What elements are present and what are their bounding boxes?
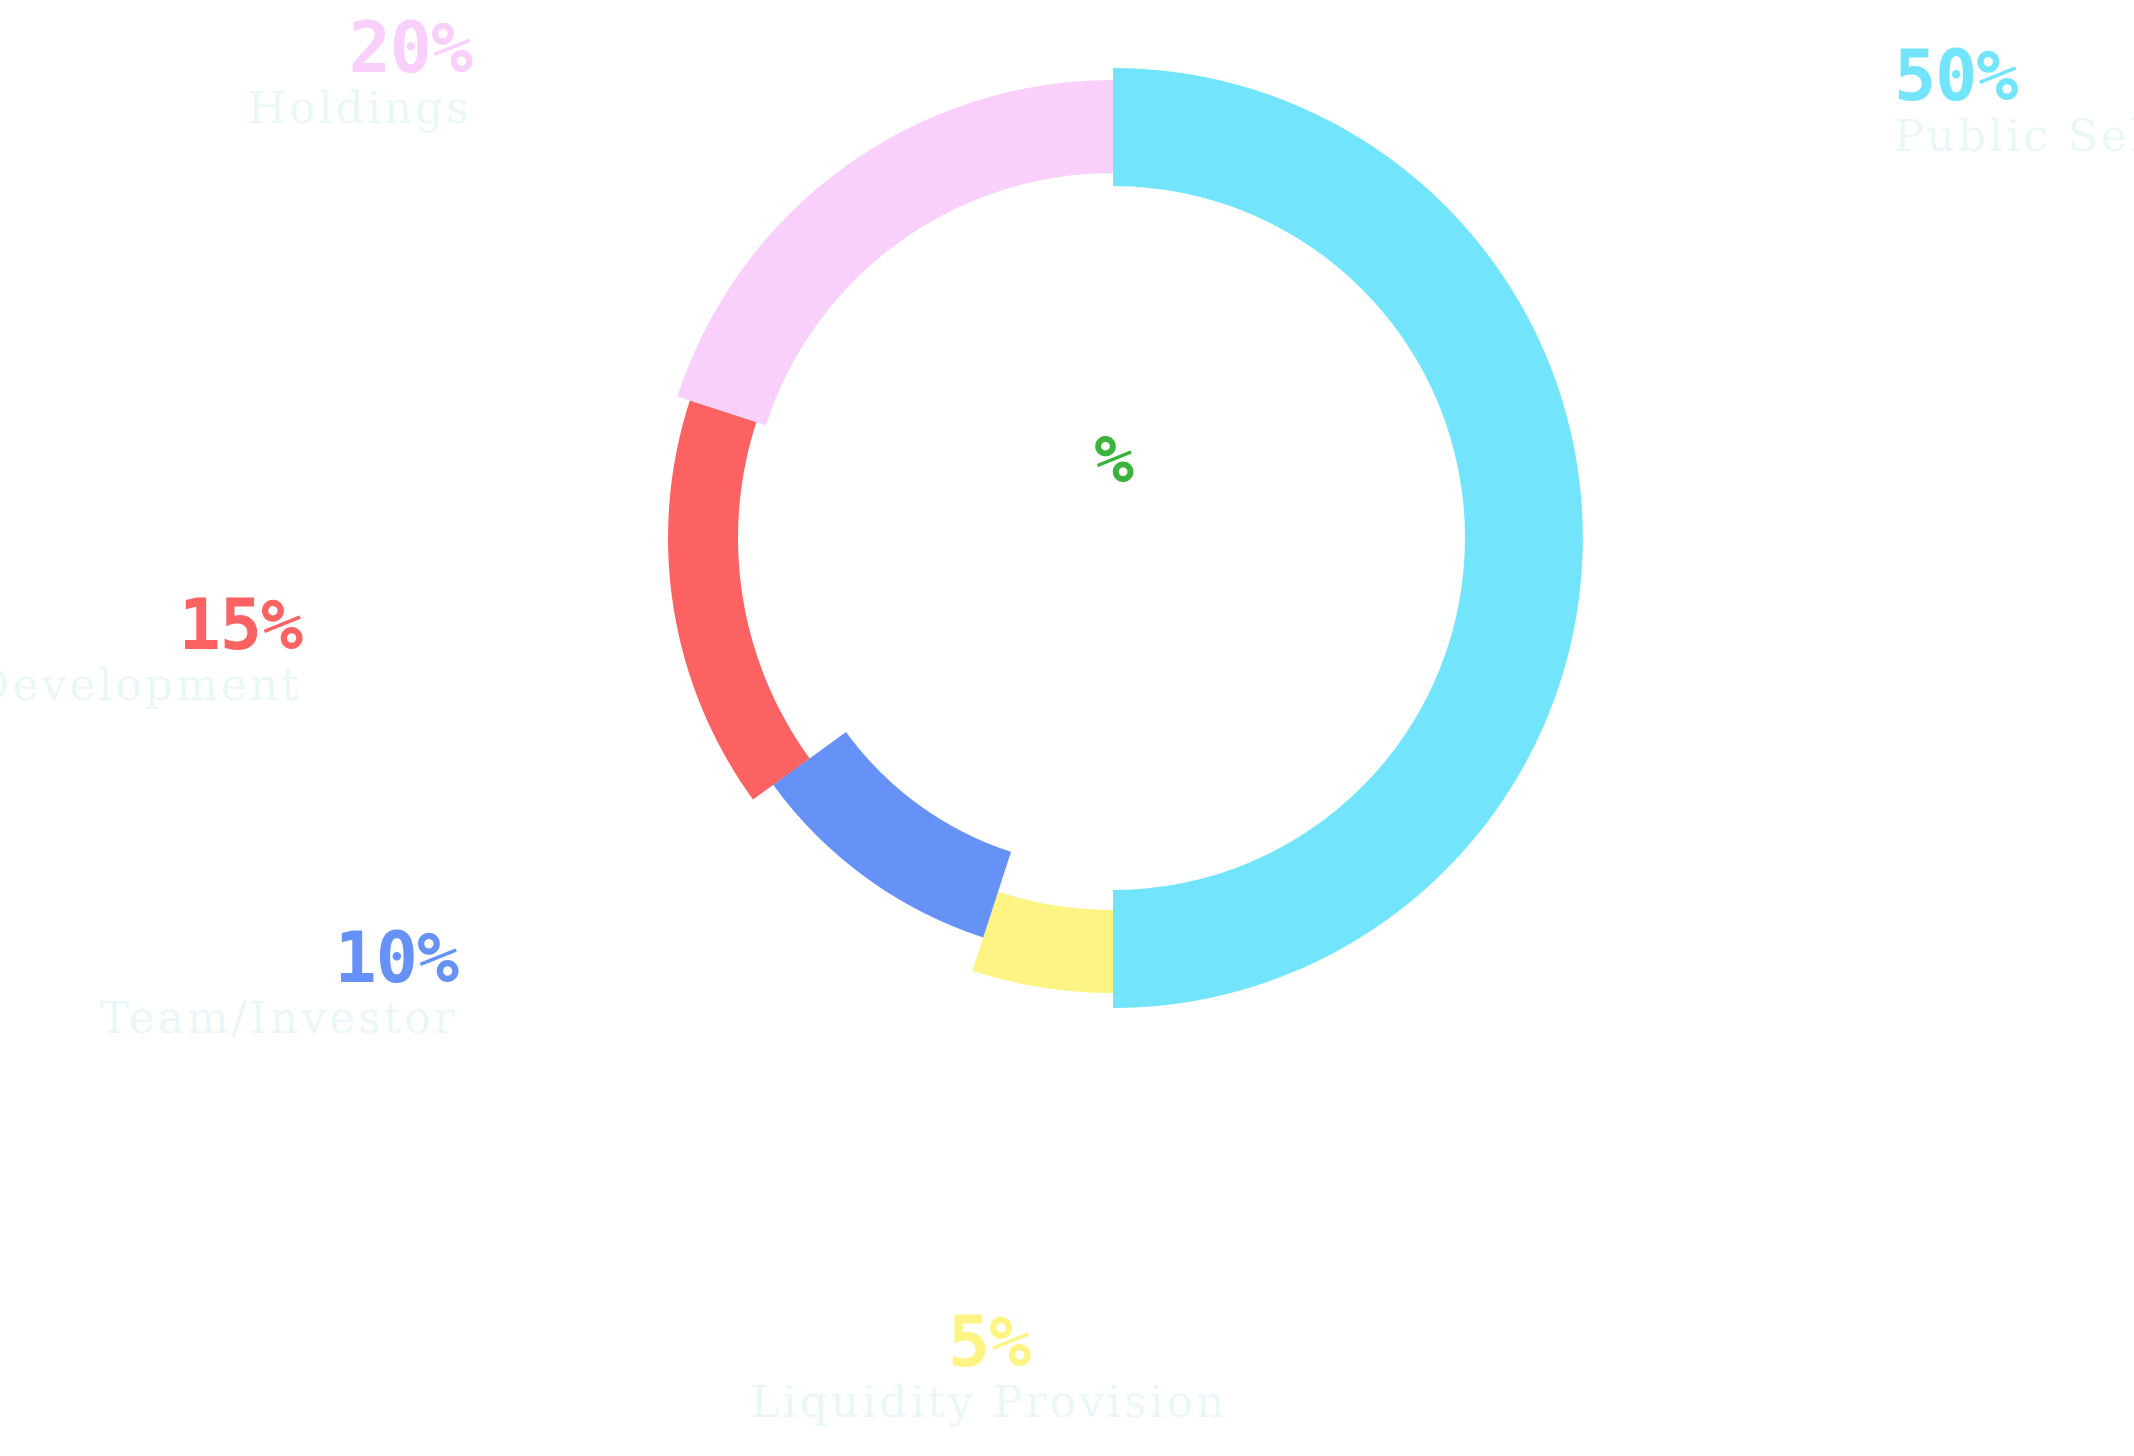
donut-slice-team-investor [773,731,1012,938]
donut-slice-holdings [677,80,1113,426]
donut-slice-public-sell [1113,68,1583,1008]
donut-center-label: % [1094,421,1134,498]
slice-percent-public-sell: 50% [1894,35,2018,117]
slice-percent-development: 15% [178,584,303,666]
slice-label-public-sell: 50% Public Sell [1894,40,2134,162]
slice-label-holdings: 20% Holdings [247,7,473,134]
slice-name-holdings: Holdings [247,83,472,134]
slice-name-liquidity-provision: Liquidity Provision [750,1377,1228,1428]
slice-label-team-investor: 10% Team/Investor [99,917,459,1044]
slice-name-team-investor: Team/Investor [99,993,458,1044]
slice-name-public-sell: Public Sell [1894,111,2134,162]
slice-name-development: Development [0,660,302,711]
slice-label-liquidity-provision: 5% Liquidity Provision [734,1306,1244,1428]
slice-label-development: 15% Development [0,584,303,711]
slice-percent-team-investor: 10% [334,917,459,999]
donut-slice-development [668,400,810,800]
slice-percent-liquidity-provision: 5% [947,1301,1031,1383]
slice-percent-holdings: 20% [348,7,473,89]
donut-slice-liquidity-provision [972,891,1113,993]
